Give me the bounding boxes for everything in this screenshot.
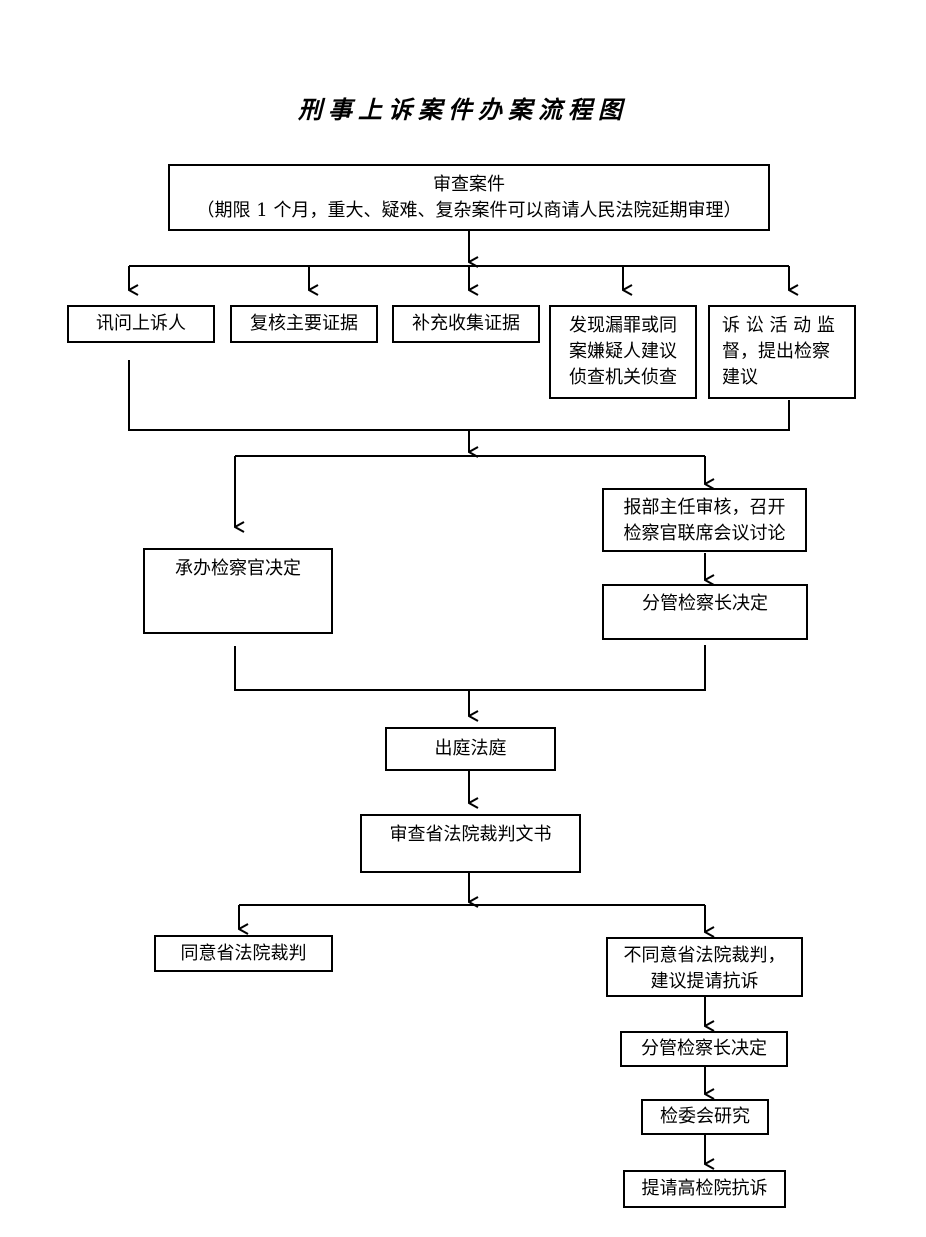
node-attend-court: 出庭法庭 bbox=[385, 727, 556, 771]
node-director-review: 报部主任审核，召开 检察官联席会议讨论 bbox=[602, 488, 807, 552]
node-disagree-line2: 建议提请抗诉 bbox=[650, 971, 759, 992]
node-chief-decide-2-label: 分管检察长决定 bbox=[641, 1038, 767, 1059]
node-omission-line2: 案嫌疑人建议 bbox=[569, 341, 677, 362]
node-omission-line1: 发现漏罪或同 bbox=[569, 315, 677, 336]
node-director-review-line2: 检察官联席会议讨论 bbox=[623, 523, 786, 544]
node-interrogate-label: 讯问上诉人 bbox=[96, 313, 186, 334]
node-supervision: 诉 讼 活 动 监 督，提出检察 建议 bbox=[708, 305, 856, 399]
node-omission: 发现漏罪或同 案嫌疑人建议 侦查机关侦查 bbox=[549, 305, 697, 399]
page-title: 刑事上诉案件办案流程图 bbox=[298, 95, 628, 124]
node-supplement-evidence: 补充收集证据 bbox=[392, 305, 540, 343]
node-supervision-line2: 督，提出检察 bbox=[722, 341, 830, 362]
node-interrogate: 讯问上诉人 bbox=[67, 305, 215, 343]
node-disagree: 不同意省法院裁判， 建议提请抗诉 bbox=[606, 937, 803, 997]
node-chief-decide-1: 分管检察长决定 bbox=[602, 584, 808, 640]
node-prosecutor-decide: 承办检察官决定 bbox=[143, 548, 333, 634]
node-director-review-line1: 报部主任审核，召开 bbox=[623, 497, 786, 518]
node-attend-court-label: 出庭法庭 bbox=[434, 738, 507, 759]
node-agree: 同意省法院裁判 bbox=[154, 935, 333, 972]
node-omission-line3: 侦查机关侦查 bbox=[569, 367, 677, 388]
node-recheck-evidence-label: 复核主要证据 bbox=[250, 313, 358, 334]
node-review-case-line1: 审查案件 bbox=[433, 174, 505, 195]
node-supervision-line1: 诉 讼 活 动 监 bbox=[722, 315, 835, 336]
node-disagree-line1: 不同意省法院裁判， bbox=[623, 945, 786, 966]
merge-bar-2 bbox=[234, 645, 706, 691]
node-review-judgment: 审查省法院裁判文书 bbox=[360, 814, 581, 873]
node-chief-decide-1-label: 分管检察长决定 bbox=[642, 593, 768, 614]
node-prosecutor-decide-label: 承办检察官决定 bbox=[175, 558, 301, 579]
node-supplement-evidence-label: 补充收集证据 bbox=[412, 313, 520, 334]
node-recheck-evidence: 复核主要证据 bbox=[230, 305, 378, 343]
node-review-case: 审查案件 （期限 1 个月，重大、疑难、复杂案件可以商请人民法院延期审理） bbox=[168, 164, 770, 231]
node-committee-label: 检委会研究 bbox=[660, 1106, 750, 1127]
node-request-protest-label: 提请高检院抗诉 bbox=[641, 1178, 768, 1199]
node-request-protest: 提请高检院抗诉 bbox=[623, 1170, 786, 1208]
node-agree-label: 同意省法院裁判 bbox=[180, 943, 307, 964]
node-chief-decide-2: 分管检察长决定 bbox=[620, 1031, 788, 1067]
node-supervision-line3: 建议 bbox=[722, 367, 758, 388]
node-committee: 检委会研究 bbox=[641, 1099, 769, 1135]
node-review-case-line2: （期限 1 个月，重大、疑难、复杂案件可以商请人民法院延期审理） bbox=[196, 200, 742, 221]
node-review-judgment-label: 审查省法院裁判文书 bbox=[389, 824, 552, 845]
